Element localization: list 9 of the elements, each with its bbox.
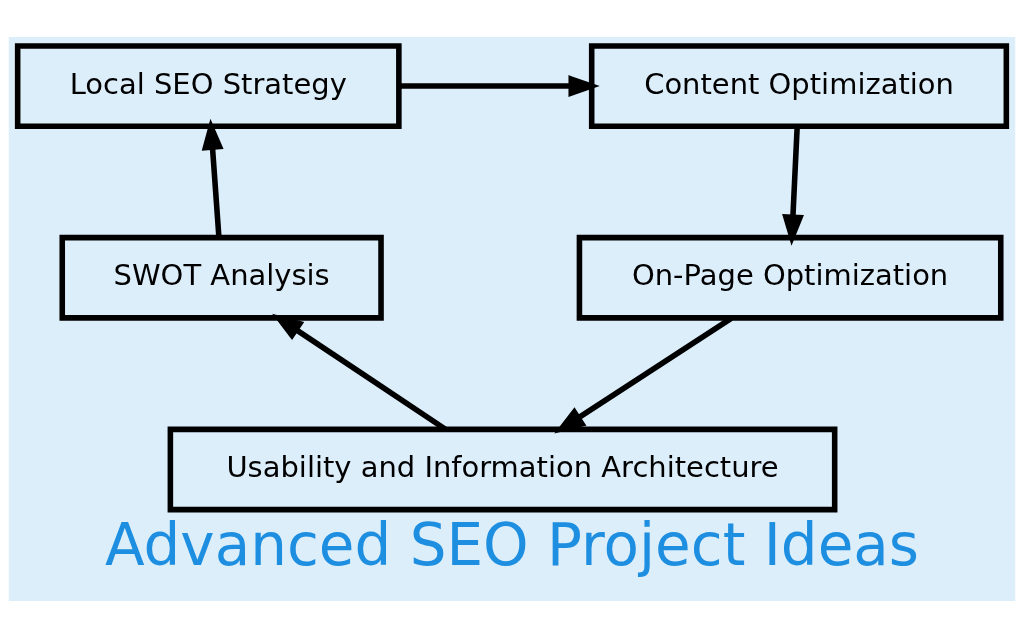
node-box: On-Page Optimization	[576, 234, 1004, 321]
arrow	[782, 126, 804, 246]
diagram-title: Advanced SEO Project Ideas	[104, 510, 920, 579]
node-box: Content Optimization	[588, 43, 1010, 129]
node-box: Local SEO Strategy	[14, 43, 402, 129]
node-box: SWOT Analysis	[59, 234, 384, 321]
arrow	[399, 75, 600, 97]
arrow	[201, 118, 224, 238]
node-box: Usability and Information Architecture	[167, 426, 838, 513]
